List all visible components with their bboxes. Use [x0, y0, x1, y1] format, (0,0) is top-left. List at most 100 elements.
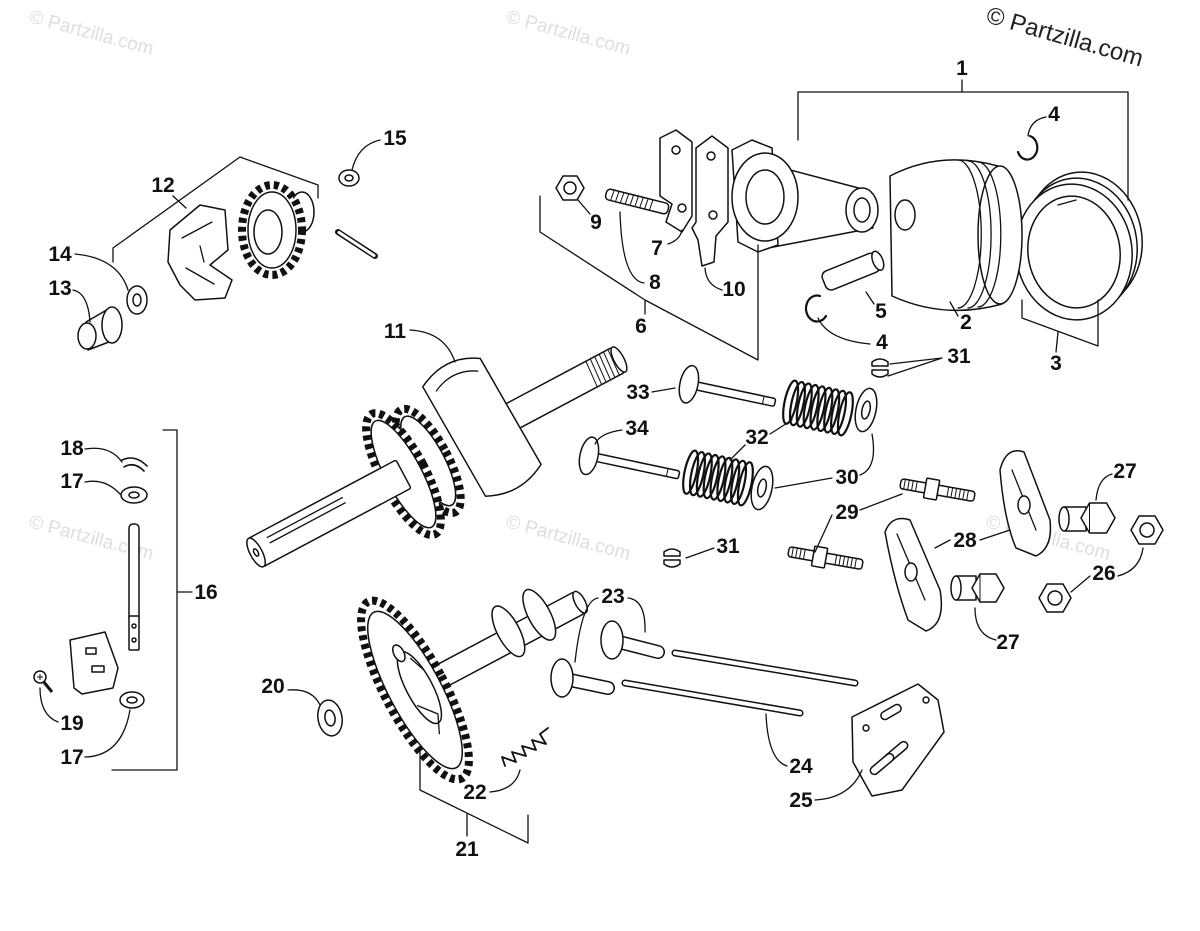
callout-26: 26 [1092, 562, 1115, 585]
governor-shaft-clip [121, 457, 148, 472]
leader-line [84, 447, 123, 463]
leader-line [949, 301, 959, 317]
callout-23: 23 [601, 585, 624, 608]
leader-line [934, 529, 1011, 549]
leader-line [817, 317, 871, 345]
leader-line [814, 769, 863, 801]
valve-keeper-lower [663, 548, 681, 568]
callout-13: 13 [48, 277, 71, 300]
oil-dipper [691, 135, 729, 267]
callout-24: 24 [789, 755, 813, 778]
leader-line [74, 253, 129, 291]
leader-line [1070, 547, 1144, 593]
piston-pin [821, 250, 885, 291]
callout-15: 15 [383, 127, 407, 150]
callout-30: 30 [835, 466, 858, 489]
watermark-main: © Partzilla.com [983, 2, 1146, 73]
compression-release-spring [501, 727, 549, 767]
leader-line [287, 689, 321, 706]
screw-19 [33, 670, 54, 693]
callout-8: 8 [649, 271, 661, 294]
callout-20: 20 [261, 675, 284, 698]
leader-line [577, 199, 591, 215]
callout-3: 3 [1050, 352, 1062, 375]
bracket-12 [112, 156, 319, 263]
callout-1: 1 [956, 57, 968, 80]
governor-arm-plate [69, 631, 119, 695]
callout-9: 9 [590, 211, 602, 234]
guide-plate [851, 683, 945, 797]
leader-line [667, 229, 683, 245]
bracket-21 [419, 747, 529, 844]
leader-line [594, 429, 623, 445]
rod-nut [555, 175, 585, 201]
leader-line [619, 211, 645, 284]
leader-lines [39, 79, 1144, 844]
bracket-6 [539, 195, 759, 361]
leader-line [774, 433, 875, 489]
callout-28: 28 [953, 529, 977, 552]
piston-rings [1015, 171, 1143, 321]
rocker-stud-lower [787, 545, 864, 570]
piston [889, 159, 1023, 312]
governor-gear [238, 181, 315, 279]
watermark-faint: © Partzilla.com [27, 7, 156, 60]
leader-line [84, 709, 131, 758]
leader-line [1027, 116, 1047, 137]
leader-line [974, 607, 997, 641]
callout-25: 25 [789, 789, 813, 812]
tappet-upper [600, 620, 665, 660]
connecting-rod [731, 139, 879, 253]
camshaft [357, 588, 589, 784]
callout-6: 6 [635, 315, 647, 338]
circlip-top [1016, 134, 1039, 161]
washer-14 [126, 285, 148, 315]
tappet-lower [550, 658, 615, 698]
callout-31-lower: 31 [716, 535, 740, 558]
callout-22: 22 [463, 781, 486, 804]
leader-line [685, 547, 715, 559]
callout-17-lower: 17 [60, 746, 83, 769]
watermark-faint: © Partzilla.com [504, 512, 633, 565]
leader-line [72, 289, 91, 323]
governor-sleeve [77, 306, 123, 351]
governor-weights [167, 204, 233, 301]
leader-line [39, 687, 59, 723]
valve-33 [678, 364, 777, 407]
governor-shaft [128, 523, 140, 651]
callout-33: 33 [626, 381, 649, 404]
spring-retainer-upper [854, 387, 878, 433]
callout-11: 11 [384, 320, 407, 343]
lock-plate [659, 129, 693, 233]
callout-18: 18 [60, 437, 84, 460]
callout-5: 5 [875, 300, 887, 323]
leader-line [865, 291, 875, 305]
callout-14: 14 [48, 243, 72, 266]
callout-29: 29 [835, 501, 858, 524]
rod-bolt [604, 188, 670, 215]
adjusting-bolt-upper [1058, 502, 1116, 534]
leader-line [84, 480, 121, 495]
callout-34: 34 [625, 417, 649, 440]
callout-31-upper: 31 [947, 345, 971, 368]
leader-line [409, 329, 456, 363]
governor-pin [335, 229, 378, 259]
valve-keeper-upper [871, 358, 889, 378]
nut-lower [1038, 583, 1072, 613]
callout-32: 32 [745, 426, 768, 449]
leader-line [351, 139, 381, 171]
leader-line [704, 267, 723, 291]
bracket-16 [111, 429, 193, 771]
leader-line [765, 713, 788, 767]
callout-10: 10 [722, 278, 745, 301]
washer-15 [338, 169, 360, 187]
washer-17-lower [119, 691, 145, 709]
callout-2: 2 [960, 311, 972, 334]
rocker-stud-upper [899, 477, 976, 502]
callout-21: 21 [455, 838, 479, 861]
nut-upper [1130, 515, 1164, 545]
callout-19: 19 [60, 712, 83, 735]
callout-16: 16 [194, 581, 217, 604]
push-rods [621, 649, 859, 717]
